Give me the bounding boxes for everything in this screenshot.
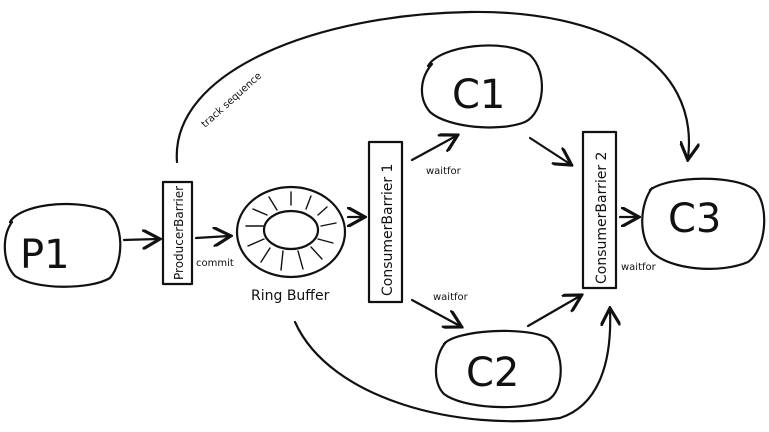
consumer-barrier-1-label: ConsumerBarrier 1 (380, 164, 396, 296)
edge-p1-to-producer-barrier (122, 239, 158, 240)
waitfor-c3-label: waitfor (621, 262, 657, 273)
ring-buffer-label: Ring Buffer (251, 288, 330, 304)
edge-c2-to-consumer-barrier-2 (526, 296, 580, 328)
producer-barrier: ProducerBarrier (161, 180, 194, 286)
commit-label: commit (196, 258, 234, 269)
edge-ring-buffer-to-consumer-barrier-2 (293, 310, 610, 423)
p1-node: P1 (3, 202, 122, 288)
ring-buffer: Ring Buffer (235, 185, 347, 304)
c1-label: C1 (452, 72, 505, 118)
edge-c1-to-consumer-barrier-2 (528, 136, 570, 164)
consumer-barrier-1: ConsumerBarrier 1 (367, 140, 404, 304)
consumer-barrier-2-label: ConsumerBarrier 2 (594, 152, 610, 284)
edge-producer-barrier-to-ring-buffer (194, 236, 229, 238)
waitfor-c2-label: waitfor (433, 292, 469, 303)
edge-consumer-barrier-1-to-c1 (410, 136, 456, 162)
p1-label: P1 (20, 232, 70, 278)
track-sequence-label: track sequence (200, 71, 264, 131)
edge-track-sequence-to-c3 (175, 10, 689, 162)
c1-node: C1 (420, 44, 543, 129)
waitfor-c1-label: waitfor (426, 166, 462, 177)
c3-node: C3 (641, 177, 766, 270)
c2-node: C2 (434, 329, 562, 409)
c2-label: C2 (466, 350, 519, 396)
edge-consumer-barrier-1-to-c2 (410, 298, 460, 326)
c3-label: C3 (668, 196, 721, 242)
consumer-barrier-2: ConsumerBarrier 2 (581, 130, 618, 290)
producer-barrier-label: ProducerBarrier (172, 186, 186, 280)
ring-buffer-slots (245, 191, 337, 271)
